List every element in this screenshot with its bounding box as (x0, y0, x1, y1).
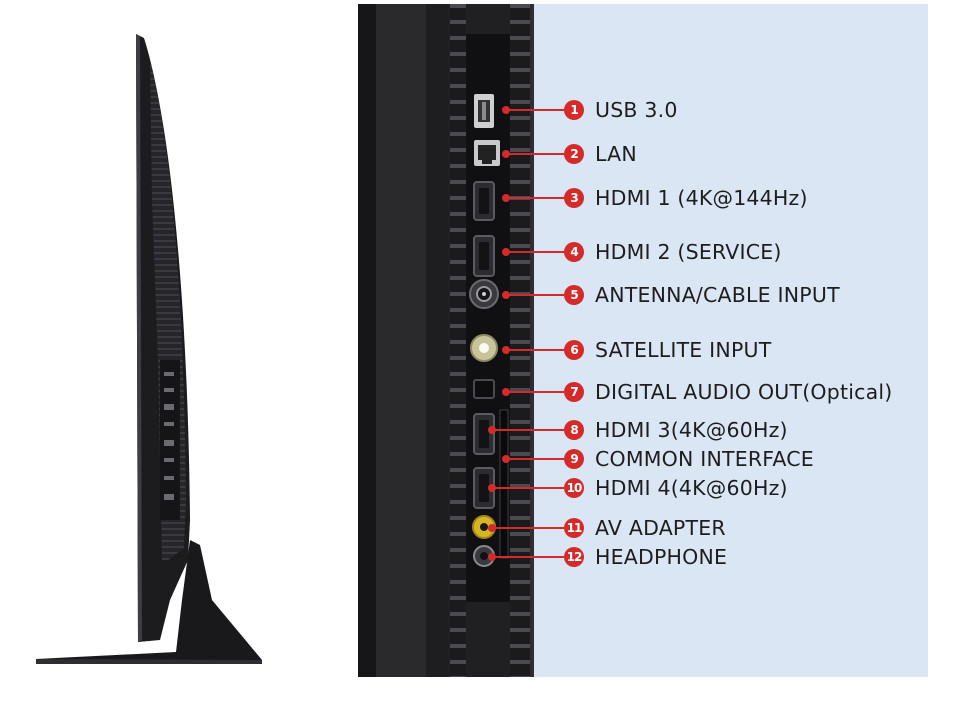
callout-number-badge: 6 (564, 340, 584, 360)
port-label: SATELLITE INPUT (595, 338, 772, 362)
usb-port-icon (474, 94, 494, 128)
callout-av-adapter: 11 AV ADAPTER (358, 513, 928, 543)
port-label: COMMON INTERFACE (595, 447, 814, 471)
callout-number-badge: 1 (564, 100, 584, 120)
rear-panel-closeup (358, 4, 928, 677)
port-label: LAN (595, 142, 637, 166)
tv-stand (36, 540, 262, 664)
callout-number-badge: 8 (564, 420, 584, 440)
callout-number-badge: 4 (564, 242, 584, 262)
optical-port-icon (473, 379, 495, 399)
av-jack-icon (472, 515, 496, 539)
port-label: HDMI 2 (SERVICE) (595, 240, 782, 264)
callout-headphone: 12 HEADPHONE (358, 542, 928, 572)
hdmi-port-icon (473, 181, 495, 221)
ci-slot-icon (499, 409, 509, 559)
callout-number-badge: 10 (564, 478, 584, 498)
callout-number-badge: 12 (564, 547, 584, 567)
callout-number-badge: 3 (564, 188, 584, 208)
tv-side-profile-illustration (36, 34, 262, 664)
coaxial-port-icon (470, 334, 498, 362)
hdmi-port-icon (473, 235, 495, 277)
callout-hdmi-4: 10 HDMI 4(4K@60Hz) (358, 473, 928, 503)
callout-hdmi-2: 4 HDMI 2 (SERVICE) (358, 237, 928, 267)
callout-satellite: 6 SATELLITE INPUT (358, 335, 928, 365)
port-label: HDMI 3(4K@60Hz) (595, 418, 788, 442)
callout-usb: 1 USB 3.0 (358, 95, 928, 125)
callout-antenna: 5 ANTENNA/CABLE INPUT (358, 280, 928, 310)
callout-number-badge: 7 (564, 382, 584, 402)
port-label: DIGITAL AUDIO OUT(Optical) (595, 380, 893, 404)
port-label: AV ADAPTER (595, 516, 726, 540)
callout-number-badge: 5 (564, 285, 584, 305)
callout-hdmi-1: 3 HDMI 1 (4K@144Hz) (358, 183, 928, 213)
callout-number-badge: 2 (564, 144, 584, 164)
callout-hdmi-3: 8 HDMI 3(4K@60Hz) (358, 415, 928, 445)
callout-number-badge: 11 (564, 518, 584, 538)
port-label: USB 3.0 (595, 98, 678, 122)
port-label: HDMI 1 (4K@144Hz) (595, 186, 808, 210)
port-label: ANTENNA/CABLE INPUT (595, 283, 840, 307)
headphone-jack-icon (473, 545, 495, 567)
callout-common-interface: 9 COMMON INTERFACE (358, 444, 928, 474)
callout-number-badge: 9 (564, 449, 584, 469)
coaxial-port-icon (469, 279, 499, 309)
lan-port-icon (474, 140, 500, 166)
port-label: HDMI 4(4K@60Hz) (595, 476, 788, 500)
callout-optical: 7 DIGITAL AUDIO OUT(Optical) (358, 377, 928, 407)
port-label: HEADPHONE (595, 545, 728, 569)
port-callout-panel: 1 USB 3.0 2 LAN 3 HDMI 1 (4K@144Hz) 4 HD… (358, 4, 928, 677)
callout-lan: 2 LAN (358, 139, 928, 169)
hdmi-port-icon (473, 413, 495, 455)
